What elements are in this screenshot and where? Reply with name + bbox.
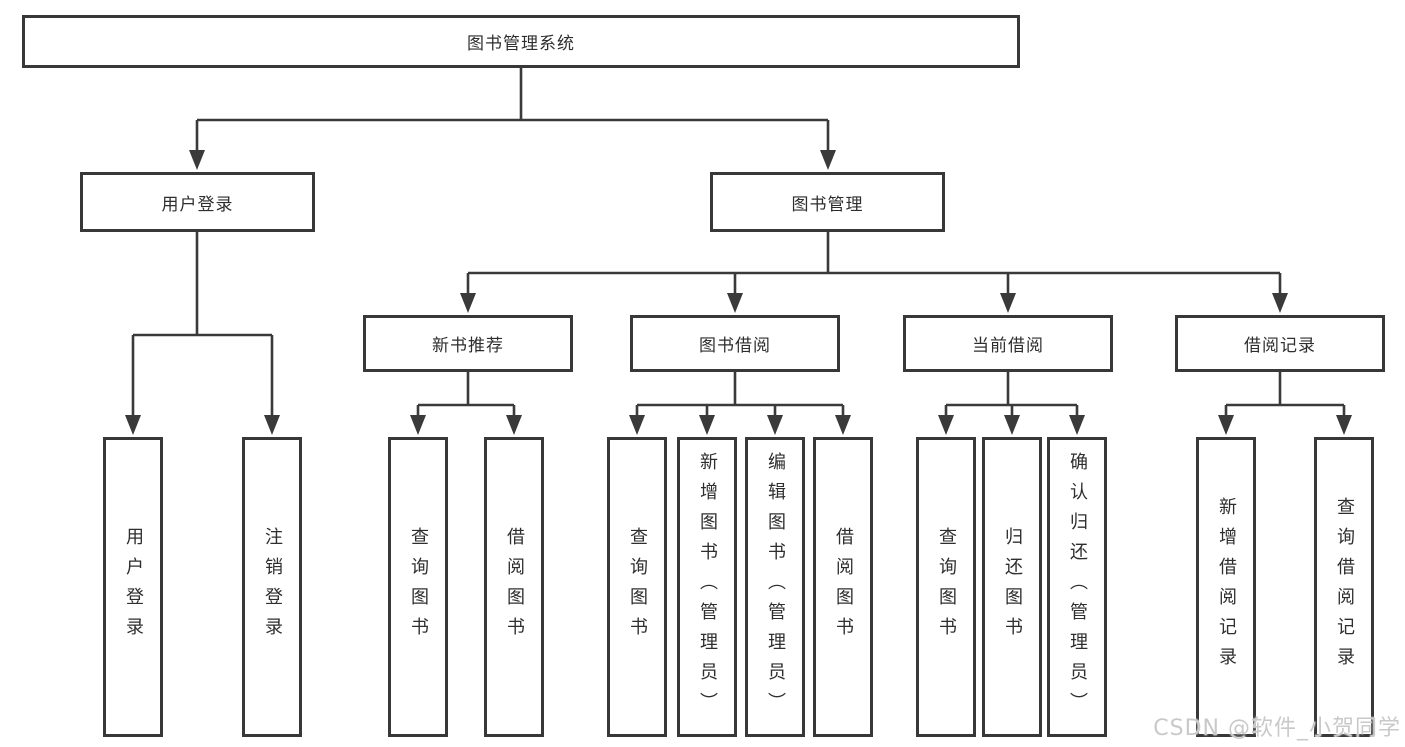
connector-userlogin-to-leaves [131,232,274,417]
arrow-down-icon [699,415,715,435]
arrow-down-icon [1069,415,1085,435]
node-book-borrowing: 图书借阅 [630,315,840,372]
arrow-down-icon [1004,415,1020,435]
arrow-down-icon [460,293,476,313]
node-label: 当前借阅 [972,336,1044,356]
node-label: 新增图书（管理员） [697,452,718,722]
arrowheads [125,150,1352,435]
node-label: 借阅图书 [504,527,525,647]
node-label: 查询图书 [936,527,957,647]
arrow-down-icon [506,415,522,435]
leaf-query-borrow-record: 查询借阅记录 [1314,437,1374,737]
node-label: 查询图书 [627,527,648,647]
connector-root-to-level2 [195,68,830,152]
arrow-down-icon [629,415,645,435]
arrow-down-icon [938,415,954,435]
leaf-query-books-3: 查询图书 [916,437,976,737]
node-label: 查询图书 [408,527,429,647]
node-label: 图书借阅 [699,336,771,356]
node-book-management: 图书管理 [710,172,945,232]
node-label: 图书管理 [791,194,864,215]
node-label: 确认归还（管理员） [1067,452,1088,722]
node-current-borrowing: 当前借阅 [903,315,1113,372]
node-borrowing-records: 借阅记录 [1175,315,1385,372]
node-label: 新增借阅记录 [1216,497,1237,677]
leaf-add-borrow-record: 新增借阅记录 [1196,437,1256,737]
csdn-watermark: CSDN @软件_小贺同学 [1153,716,1401,741]
node-label: 归还图书 [1002,527,1023,647]
leaf-borrow-books-1: 借阅图书 [484,437,544,737]
arrow-down-icon [1000,293,1016,313]
node-label: 借阅图书 [833,527,854,647]
node-label: 图书管理系统 [467,34,575,54]
node-label: 查询借阅记录 [1334,497,1355,677]
arrow-down-icon [264,415,280,435]
leaf-edit-books-admin: 编辑图书（管理员） [745,437,805,737]
leaf-query-books-2: 查询图书 [607,437,667,737]
leaf-borrow-books-2: 借阅图书 [813,437,873,737]
node-label: 借阅记录 [1244,336,1316,356]
arrow-down-icon [767,415,783,435]
arrow-down-icon [410,415,426,435]
leaf-logout: 注销登录 [242,437,302,737]
leaf-user-login: 用户登录 [103,437,163,737]
node-label: 用户登录 [161,194,234,215]
arrow-down-icon [1218,415,1234,435]
node-user-login: 用户登录 [80,172,315,232]
node-root-library-system: 图书管理系统 [22,15,1020,68]
arrow-down-icon [1336,415,1352,435]
arrow-down-icon [820,150,836,170]
leaf-query-books-1: 查询图书 [388,437,448,737]
leaf-return-books: 归还图书 [982,437,1042,737]
node-label: 注销登录 [262,527,283,647]
node-label: 新书推荐 [432,336,504,356]
arrow-down-icon [835,415,851,435]
node-label: 用户登录 [123,527,144,647]
arrow-down-icon [727,293,743,313]
leaf-add-books-admin: 新增图书（管理员） [677,437,737,737]
arrow-down-icon [1272,293,1288,313]
connector-current-to-leaves [944,372,1079,417]
connector-bookmgmt-to-level3 [466,232,1282,295]
leaf-confirm-return-admin: 确认归还（管理员） [1047,437,1107,737]
arrow-down-icon [189,150,205,170]
arrow-down-icon [125,415,141,435]
connector-records-to-leaves [1224,372,1346,417]
node-label: 编辑图书（管理员） [765,452,786,722]
connector-borrow-to-leaves [635,372,845,417]
node-new-book-recommendation: 新书推荐 [363,315,573,372]
connector-newbook-to-leaves [416,372,516,417]
